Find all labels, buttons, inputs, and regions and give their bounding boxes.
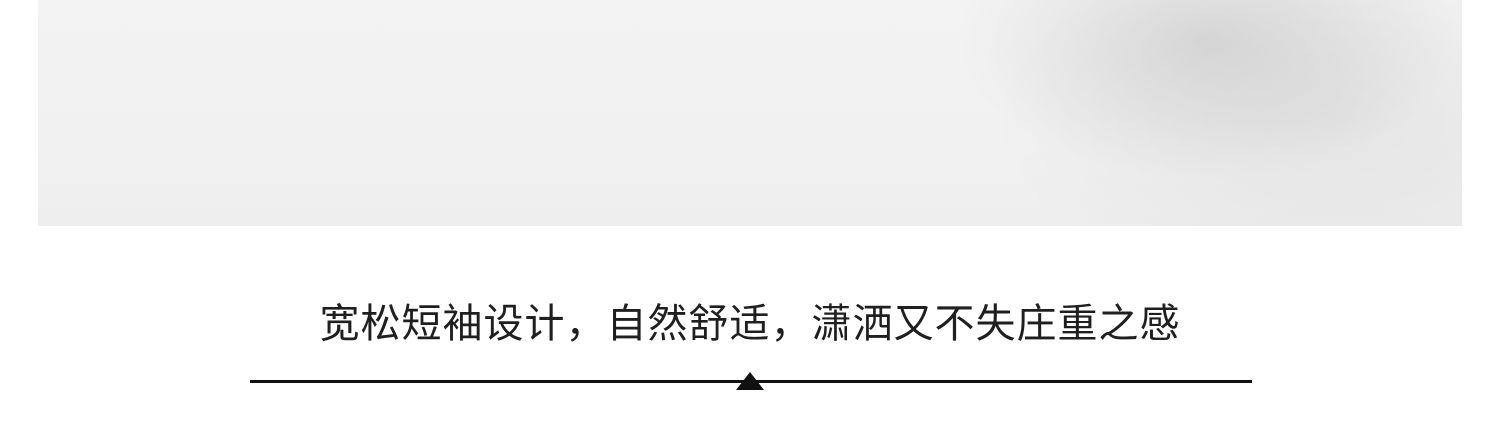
caption-text: 宽松短袖设计，自然舒适，潇洒又不失庄重之感 (319, 301, 1181, 347)
triangle-up-icon (736, 372, 764, 390)
product-photo-area (38, 0, 1462, 226)
